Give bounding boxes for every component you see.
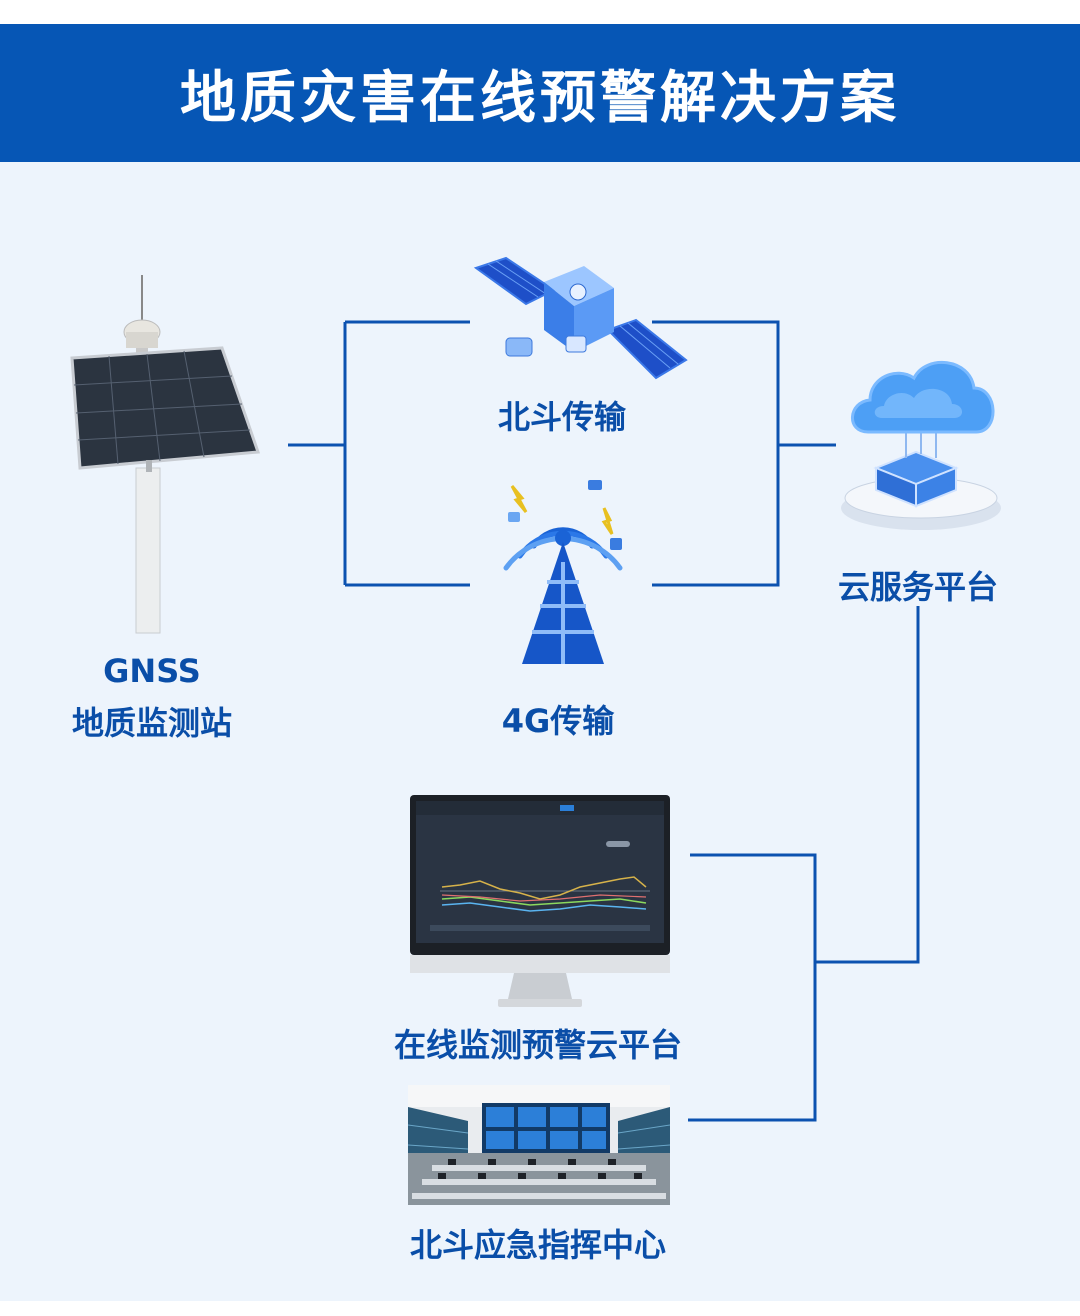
- gnss-label-line1: GNSS: [103, 652, 201, 690]
- g4-label: 4G传输: [501, 702, 615, 740]
- gnss-label-line2: 地质监测站: [71, 704, 232, 742]
- cloud-label: 云服务平台: [837, 568, 998, 606]
- command-center-image: [408, 1085, 670, 1205]
- tower-4g-icon: [503, 480, 623, 664]
- command-center-label: 北斗应急指挥中心: [409, 1226, 666, 1264]
- title-banner: 地质灾害在线预警解决方案: [0, 24, 1080, 162]
- monitor-label: 在线监测预警云平台: [393, 1026, 682, 1064]
- gnss-station-image: [70, 275, 261, 634]
- beidou-label: 北斗传输: [497, 398, 626, 436]
- page-title: 地质灾害在线预警解决方案: [180, 65, 900, 131]
- monitor-dashboard-image: [410, 795, 670, 1007]
- cloud-server-icon: [841, 360, 1001, 530]
- satellite-icon: [473, 256, 688, 380]
